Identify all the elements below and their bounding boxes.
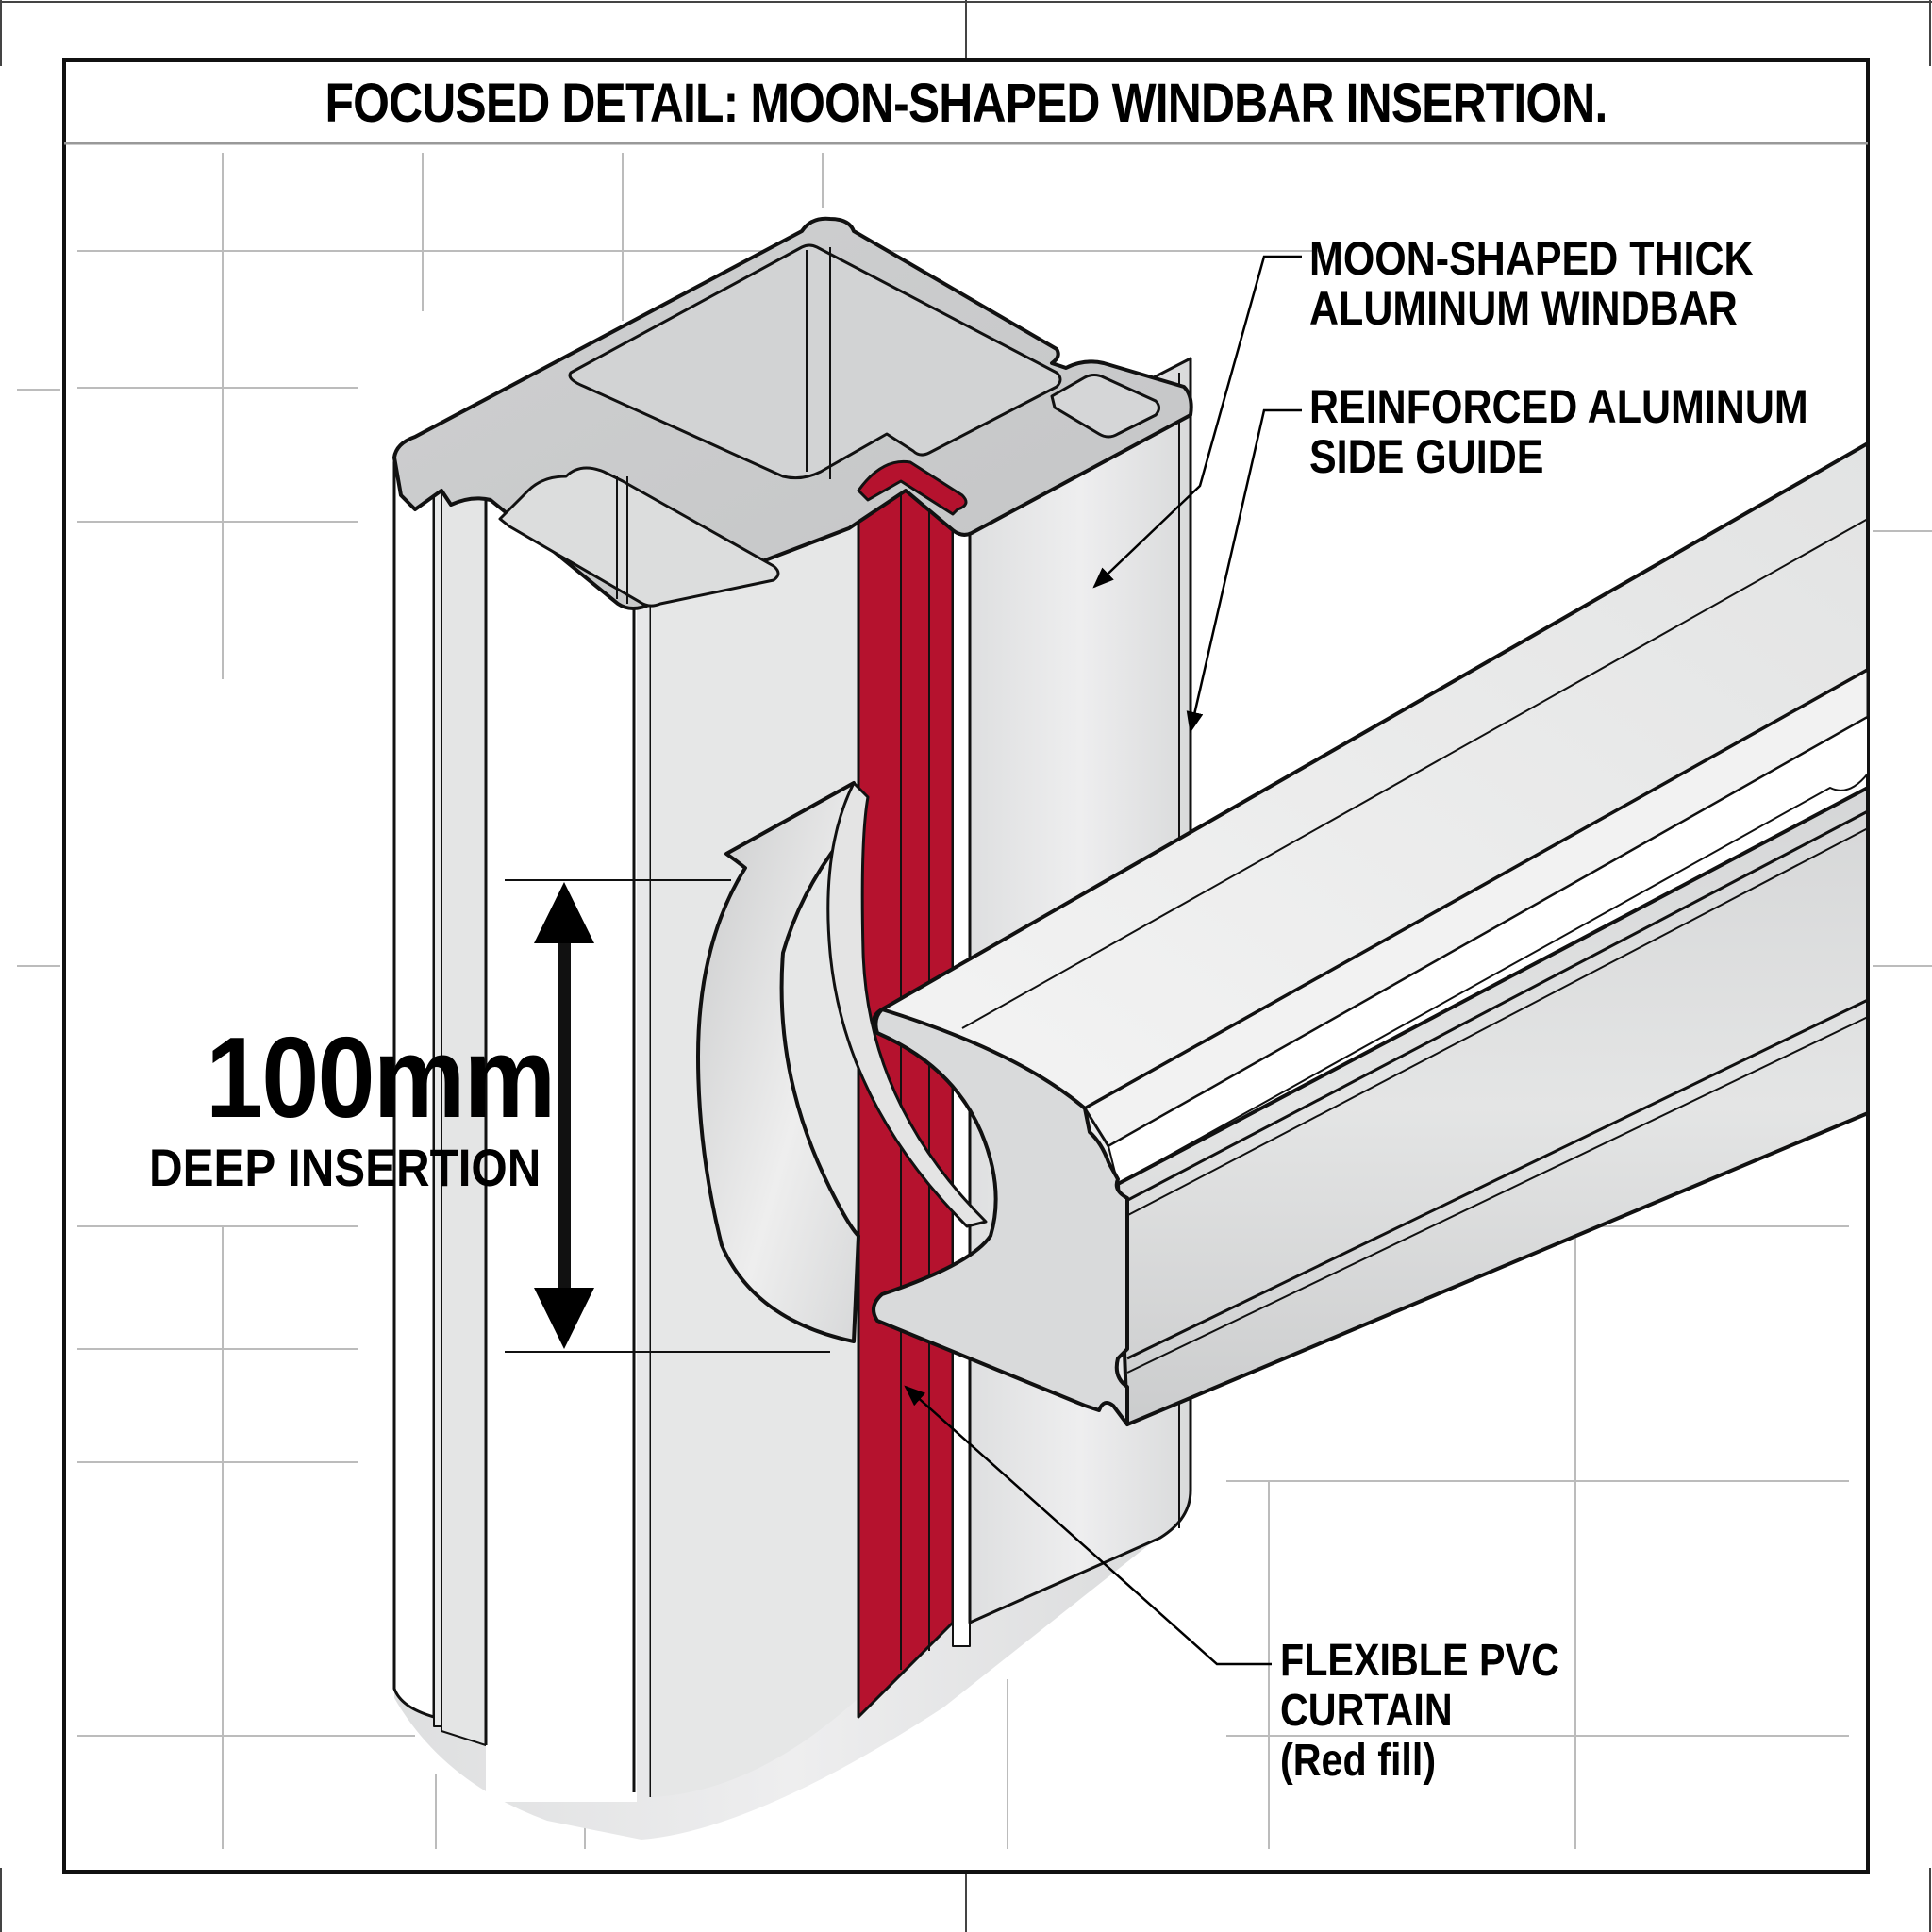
callout-curtain: FLEXIBLE PVC CURTAIN (Red fill) (1280, 1636, 1559, 1786)
dimension-arrow-down-icon (534, 1288, 594, 1349)
callout-windbar-line-1: MOON-SHAPED THICK (1309, 232, 1754, 285)
callout-curtain-line-3: (Red fill) (1280, 1735, 1437, 1786)
callout-curtain-line-2: CURTAIN (1280, 1685, 1453, 1736)
leader-curtain (904, 1385, 1272, 1666)
leader-lines (904, 255, 1302, 1666)
leader-windbar (1092, 255, 1302, 589)
dimension-caption: DEEP INSERTION (149, 1138, 541, 1197)
leader-side-guide (1186, 408, 1302, 734)
callout-side-guide-line-2: SIDE GUIDE (1309, 429, 1544, 483)
moon-cutout (696, 781, 860, 1343)
dimension-value: 100mm (206, 1013, 556, 1141)
windbar-end-profile (872, 1008, 1129, 1426)
windbar (696, 441, 1870, 1426)
page-title: FOCUSED DETAIL: MOON-SHAPED WINDBAR INSE… (325, 72, 1608, 134)
dimension-arrow-up-icon (534, 882, 594, 943)
callout-side-guide: REINFORCED ALUMINUM SIDE GUIDE (1309, 382, 1808, 481)
callout-windbar-line-2: ALUMINUM WINDBAR (1309, 281, 1738, 335)
callout-curtain-line-1: FLEXIBLE PVC (1280, 1636, 1559, 1686)
insertion-dimension (505, 879, 830, 1353)
callout-side-guide-line-1: REINFORCED ALUMINUM (1309, 380, 1808, 433)
callout-windbar: MOON-SHAPED THICK ALUMINUM WINDBAR (1309, 234, 1754, 333)
